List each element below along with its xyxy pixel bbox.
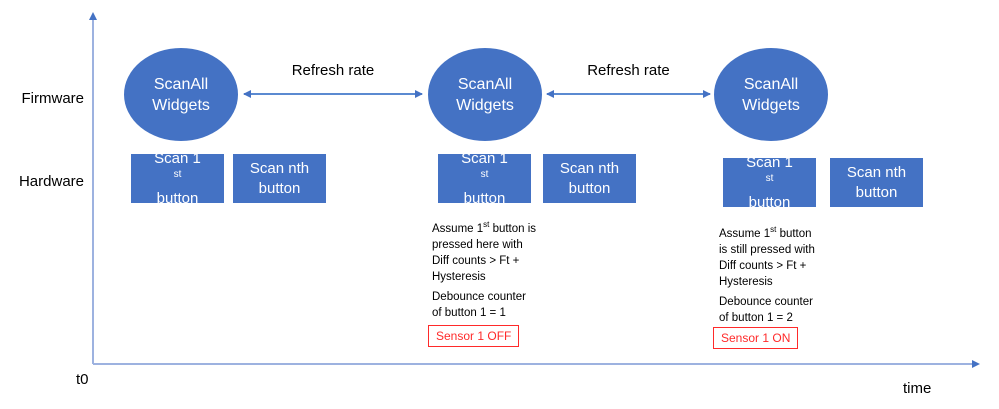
ordinal-suffix: st bbox=[483, 220, 490, 230]
box-line-1: Scan nth bbox=[249, 159, 310, 177]
box-line-2: button bbox=[156, 189, 199, 207]
annotation-line: Diff counts > Ft + bbox=[432, 255, 520, 267]
scan-nth-button-box-1[interactable]: Scan nth button bbox=[233, 154, 326, 203]
ellipse-line-2: Widgets bbox=[456, 96, 514, 114]
annotation-line: Assume 1st button bbox=[719, 225, 812, 240]
annotation-line: Debounce counter bbox=[719, 296, 813, 308]
ellipse-line-1: ScanAll bbox=[743, 75, 799, 93]
ordinal-suffix: st bbox=[770, 225, 777, 235]
box-line-1: Scan nth bbox=[846, 163, 907, 181]
sensor-status-badge-on[interactable]: Sensor 1 ON bbox=[713, 327, 799, 349]
annotation-line: of button 1 = 1 bbox=[432, 307, 506, 319]
scan-nth-button-box-2[interactable]: Scan nth button bbox=[543, 154, 636, 203]
sensor-status-badge-off[interactable]: Sensor 1 OFF bbox=[428, 325, 520, 347]
ellipse-line-1: ScanAll bbox=[457, 75, 513, 93]
annotation-line: Assume 1st button is bbox=[432, 220, 537, 235]
annotation-block-1: Assume 1st button is pressed here with D… bbox=[432, 221, 536, 321]
box-line-2: button bbox=[568, 179, 611, 197]
annotation-line: Hysteresis bbox=[432, 271, 486, 283]
scanall-widgets-ellipse-2[interactable]: ScanAll Widgets bbox=[428, 48, 542, 141]
annotation-line: Diff counts > Ft + bbox=[719, 260, 807, 272]
axis-origin-label: t0 bbox=[76, 371, 89, 388]
ordinal-suffix: st bbox=[765, 172, 774, 184]
refresh-rate-label-2: Refresh rate bbox=[587, 62, 670, 79]
annotation-line: Hysteresis bbox=[719, 276, 773, 288]
refresh-rate-label-1: Refresh rate bbox=[291, 62, 375, 79]
ellipse-line-2: Widgets bbox=[742, 96, 800, 114]
scan-nth-button-box-3[interactable]: Scan nth button bbox=[830, 158, 923, 207]
ellipse-line-1: ScanAll bbox=[153, 75, 209, 93]
annotation-block-2: Assume 1st button is still pressed with … bbox=[719, 226, 815, 326]
box-line-1: Scan nth bbox=[559, 159, 620, 177]
box-line-2: button bbox=[258, 179, 301, 197]
annotation-line: Debounce counter bbox=[432, 291, 526, 303]
lane-label-firmware: Firmware bbox=[21, 90, 85, 107]
ordinal-suffix: st bbox=[480, 168, 489, 180]
annotation-line: of button 1 = 2 bbox=[719, 312, 793, 324]
ellipse-line-2: Widgets bbox=[152, 96, 210, 114]
box-line-2: button bbox=[463, 189, 506, 207]
box-line-2: button bbox=[855, 183, 898, 201]
x-axis-label: time bbox=[903, 380, 932, 397]
lane-label-hardware: Hardware bbox=[18, 173, 84, 190]
scanall-widgets-ellipse-3[interactable]: ScanAll Widgets bbox=[714, 48, 828, 141]
box-line-2: button bbox=[748, 193, 791, 211]
scanall-widgets-ellipse-1[interactable]: ScanAll Widgets bbox=[124, 48, 238, 141]
annotation-line: pressed here with bbox=[432, 239, 523, 251]
annotation-line: is still pressed with bbox=[719, 244, 815, 256]
ordinal-suffix: st bbox=[173, 168, 182, 180]
